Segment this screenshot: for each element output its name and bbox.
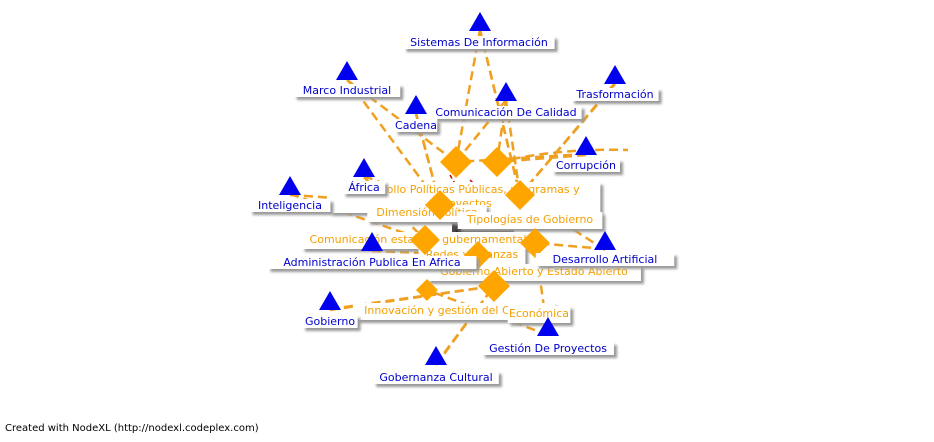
edge-t1-g1	[454, 29, 482, 163]
topic-label-text: Trasformación	[575, 88, 653, 101]
topic-node-t12[interactable]: Gestión De Proyectos	[482, 317, 614, 355]
topic-node-t11[interactable]: Gobierno	[302, 291, 358, 328]
topic-label-box	[482, 342, 614, 355]
group-label-text: Tipologías de Gobierno	[466, 213, 594, 226]
edge-curve	[497, 148, 629, 164]
group-label-box	[427, 264, 641, 281]
topic-label-text: Desarrollo Artificial	[553, 253, 658, 266]
triangle-icon[interactable]	[537, 317, 559, 336]
topic-node-t7[interactable]: África	[342, 158, 386, 194]
topic-label-text: Gobernanza Cultural	[379, 371, 492, 384]
topic-label-text: Corrupción	[556, 159, 616, 172]
group-label-g6: Gobierno Abierto y Estado Abierto	[427, 264, 641, 281]
diamond-icon[interactable]	[425, 190, 455, 220]
group-label-text: Gobierno Abierto y Estado Abierto	[440, 265, 628, 278]
topic-node-t9[interactable]: Desarrollo Artificial	[535, 231, 675, 266]
group-label-box	[367, 205, 487, 222]
diamond-icon[interactable]	[416, 279, 438, 301]
topic-label-text: Cadena	[395, 119, 437, 132]
topic-label-text: África	[348, 181, 379, 194]
topic-node-t3[interactable]: Comunicación De Calidad	[430, 82, 582, 119]
triangle-icon[interactable]	[279, 176, 301, 195]
triangle-icon[interactable]	[594, 231, 616, 250]
edge-t6-g1	[455, 152, 587, 164]
diamond-icon[interactable]	[505, 180, 535, 210]
group-label-g7: Innovación y gestión del Cambio	[353, 303, 555, 320]
edge-line	[495, 99, 508, 163]
topic-label-box	[249, 199, 331, 212]
topic-label-text: Comunicación De Calidad	[435, 106, 576, 119]
group-label-box	[457, 212, 603, 229]
edge-line	[519, 83, 616, 196]
topic-label-box	[267, 256, 477, 269]
topic-node-t10[interactable]: Administración Publica En Africa	[267, 232, 477, 269]
topic-label-text: Marco Industrial	[303, 84, 391, 97]
group-label-text: Innovación y gestión del Cambio	[364, 304, 544, 317]
topic-label-text: Gestión De Proyectos	[489, 342, 607, 355]
triangle-icon[interactable]	[336, 61, 358, 80]
diamond-icon[interactable]	[410, 225, 440, 255]
diamond-icon[interactable]	[482, 147, 512, 177]
topic-label-box	[552, 159, 620, 172]
topic-label-box	[430, 106, 582, 119]
diamond-icon[interactable]	[440, 146, 472, 178]
topic-label-box	[302, 315, 358, 328]
triangle-icon[interactable]	[495, 82, 517, 101]
topic-label-text: Inteligencia	[258, 199, 322, 212]
triangle-icon[interactable]	[575, 136, 597, 155]
topic-label-box	[535, 253, 675, 266]
group-label-box	[507, 306, 571, 323]
topic-label-box	[342, 181, 386, 194]
topic-label-box	[403, 36, 555, 49]
diamond-icon[interactable]	[520, 228, 550, 258]
topic-node-t1[interactable]: Sistemas De Información	[403, 12, 555, 49]
topic-node-t6[interactable]: Corrupción	[552, 136, 620, 172]
topic-label-text: Gobierno	[305, 315, 355, 328]
diamond-icon[interactable]	[478, 270, 510, 302]
topic-node-t2[interactable]: Marco Industrial	[293, 61, 401, 97]
triangle-icon[interactable]	[361, 232, 383, 251]
topic-label-box	[571, 88, 659, 101]
topic-label-box	[293, 84, 401, 97]
triangle-icon[interactable]	[319, 291, 341, 310]
edge-line	[434, 285, 496, 366]
topic-label-text: Sistemas De Información	[410, 36, 548, 49]
group-label-g8: Económica	[507, 306, 571, 323]
triangle-icon[interactable]	[469, 12, 491, 31]
group-label-box	[353, 303, 555, 320]
topic-label-text: Administración Publica En Africa	[283, 256, 460, 269]
topic-node-t4[interactable]: Trasformación	[571, 65, 659, 101]
triangle-icon[interactable]	[405, 95, 427, 114]
group-label-text: Económica	[509, 307, 569, 320]
triangle-icon[interactable]	[353, 158, 375, 177]
group-labels-layer: Desarrollo Políticas Públicas, programas…	[301, 182, 641, 323]
topic-node-t8[interactable]: Inteligencia	[249, 176, 331, 212]
triangle-icon[interactable]	[425, 346, 447, 365]
topic-label-box	[394, 119, 438, 132]
topic-label-box	[373, 371, 499, 384]
topic-node-t5[interactable]: Cadena	[394, 95, 438, 132]
topic-node-t13[interactable]: Gobernanza Cultural	[373, 346, 499, 384]
group-label-g3: Tipologías de Gobierno	[457, 212, 603, 229]
group-label-g2: Dimensión Política	[367, 205, 487, 222]
triangle-icon[interactable]	[604, 65, 626, 84]
footer-credit: Created with NodeXL (http://nodexl.codep…	[5, 423, 259, 434]
group-label-text: Dimensión Política	[376, 206, 477, 219]
